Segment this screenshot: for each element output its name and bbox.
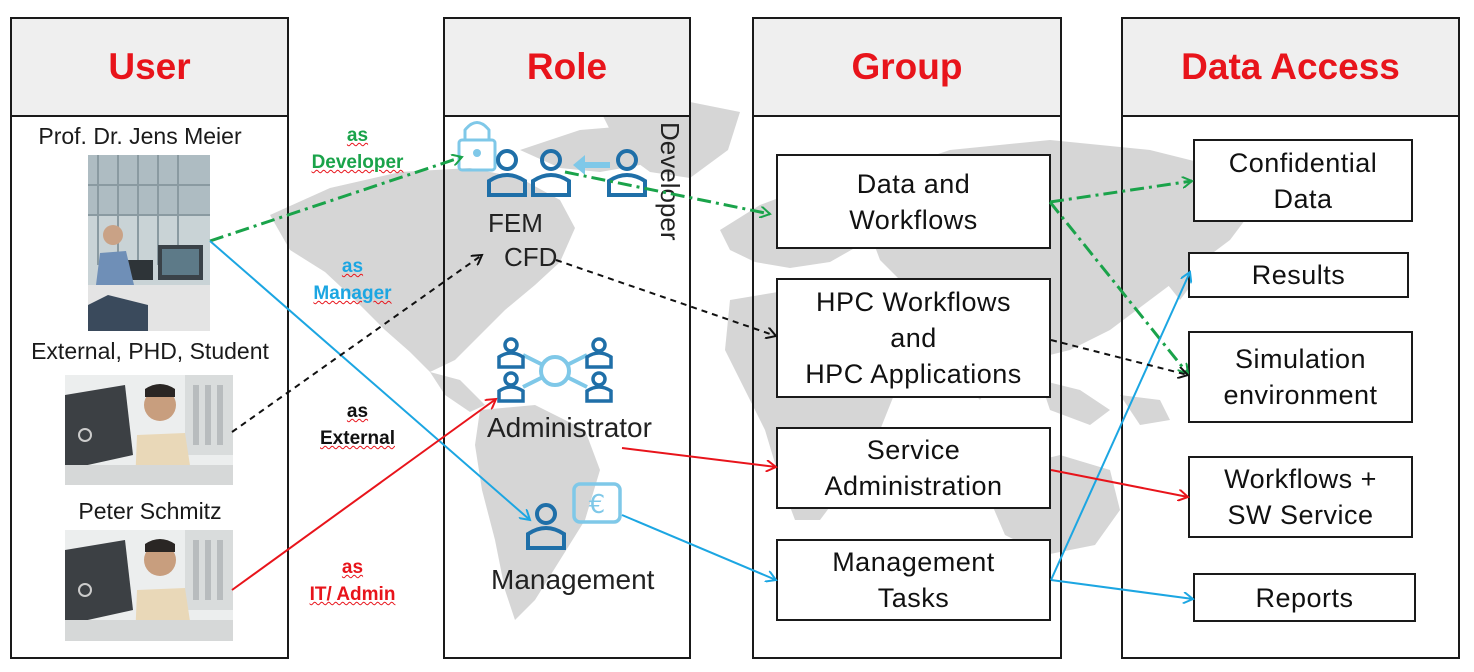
data-reports: Reports — [1193, 573, 1416, 622]
group-line: Administration — [824, 471, 1003, 501]
data-access-column: Data Access — [1121, 17, 1460, 659]
role-column: Role — [443, 17, 691, 659]
developer-arrows — [209, 157, 1192, 374]
as-external-label: as External — [300, 398, 415, 452]
data-line: SW Service — [1227, 500, 1374, 530]
data-access-column-heading: Data Access — [1123, 19, 1458, 117]
as-word: as — [346, 401, 369, 422]
data-line: Simulation — [1234, 344, 1367, 374]
group-line: HPC Workflows — [815, 287, 1012, 317]
developer-group-icon — [457, 121, 647, 197]
data-line: environment — [1223, 380, 1378, 410]
role-word: Manager — [313, 283, 392, 304]
group-management-tasks: Management Tasks — [776, 539, 1051, 621]
data-line: Confidential — [1228, 147, 1378, 178]
group-column: Group — [752, 17, 1062, 659]
data-line: Reports — [1255, 582, 1354, 613]
group-line: Management — [832, 547, 995, 577]
group-column-heading: Group — [754, 19, 1060, 117]
user-name-prof-meier: Prof. Dr. Jens Meier — [38, 123, 242, 149]
group-line: HPC Applications — [805, 359, 1022, 389]
administrator-network-icon — [497, 337, 613, 403]
as-word: as — [346, 125, 369, 146]
external-arrows — [231, 255, 1188, 433]
group-line: Data and — [856, 168, 971, 199]
as-developer-label: as Developer — [300, 122, 415, 176]
group-line: Service — [866, 435, 961, 465]
management-euro-icon: € — [526, 482, 622, 550]
user-name-external-student: External, PHD, Student — [31, 338, 269, 364]
as-word: as — [341, 557, 364, 578]
admin-arrows — [231, 399, 1188, 591]
data-line: Data — [1273, 183, 1333, 214]
manager-arrows — [209, 240, 1193, 599]
user-photo-external-student — [65, 375, 233, 485]
group-line: Tasks — [877, 583, 950, 613]
user-name-peter-schmitz: Peter Schmitz — [78, 498, 222, 524]
user-photo-peter-schmitz — [65, 530, 233, 641]
data-simulation-environment: Simulation environment — [1188, 331, 1413, 423]
role-administrator-label: Administrator — [487, 412, 652, 443]
data-confidential: Confidential Data — [1193, 139, 1413, 222]
as-word: as — [341, 256, 364, 277]
group-data-workflows: Data and Workflows — [776, 154, 1051, 249]
group-line: and — [890, 323, 937, 353]
as-manager-label: as Manager — [300, 253, 405, 307]
role-cfd-label: CFD — [504, 242, 558, 272]
group-service-administration: Service Administration — [776, 427, 1051, 509]
role-word: External — [320, 428, 395, 449]
role-column-heading: Role — [445, 19, 689, 117]
user-photo-prof-meier — [88, 155, 210, 331]
as-it-admin-label: as IT/ Admin — [300, 554, 405, 608]
data-line: Results — [1251, 260, 1346, 290]
role-management-label: Management — [491, 564, 655, 595]
data-results: Results — [1188, 252, 1409, 298]
data-line: Workflows + — [1224, 464, 1377, 494]
group-line: Workflows — [849, 204, 978, 235]
svg-text:€: € — [589, 490, 606, 520]
role-word: IT/ Admin — [309, 584, 396, 605]
user-column-heading: User — [12, 19, 287, 117]
group-hpc-workflows: HPC Workflows and HPC Applications — [776, 278, 1051, 398]
user-column: User — [10, 17, 289, 659]
role-fem-label: FEM — [488, 208, 543, 238]
data-workflows-sw-service: Workflows + SW Service — [1188, 456, 1413, 538]
role-developer-label: Developer — [655, 122, 685, 241]
role-word: Developer — [311, 152, 404, 173]
